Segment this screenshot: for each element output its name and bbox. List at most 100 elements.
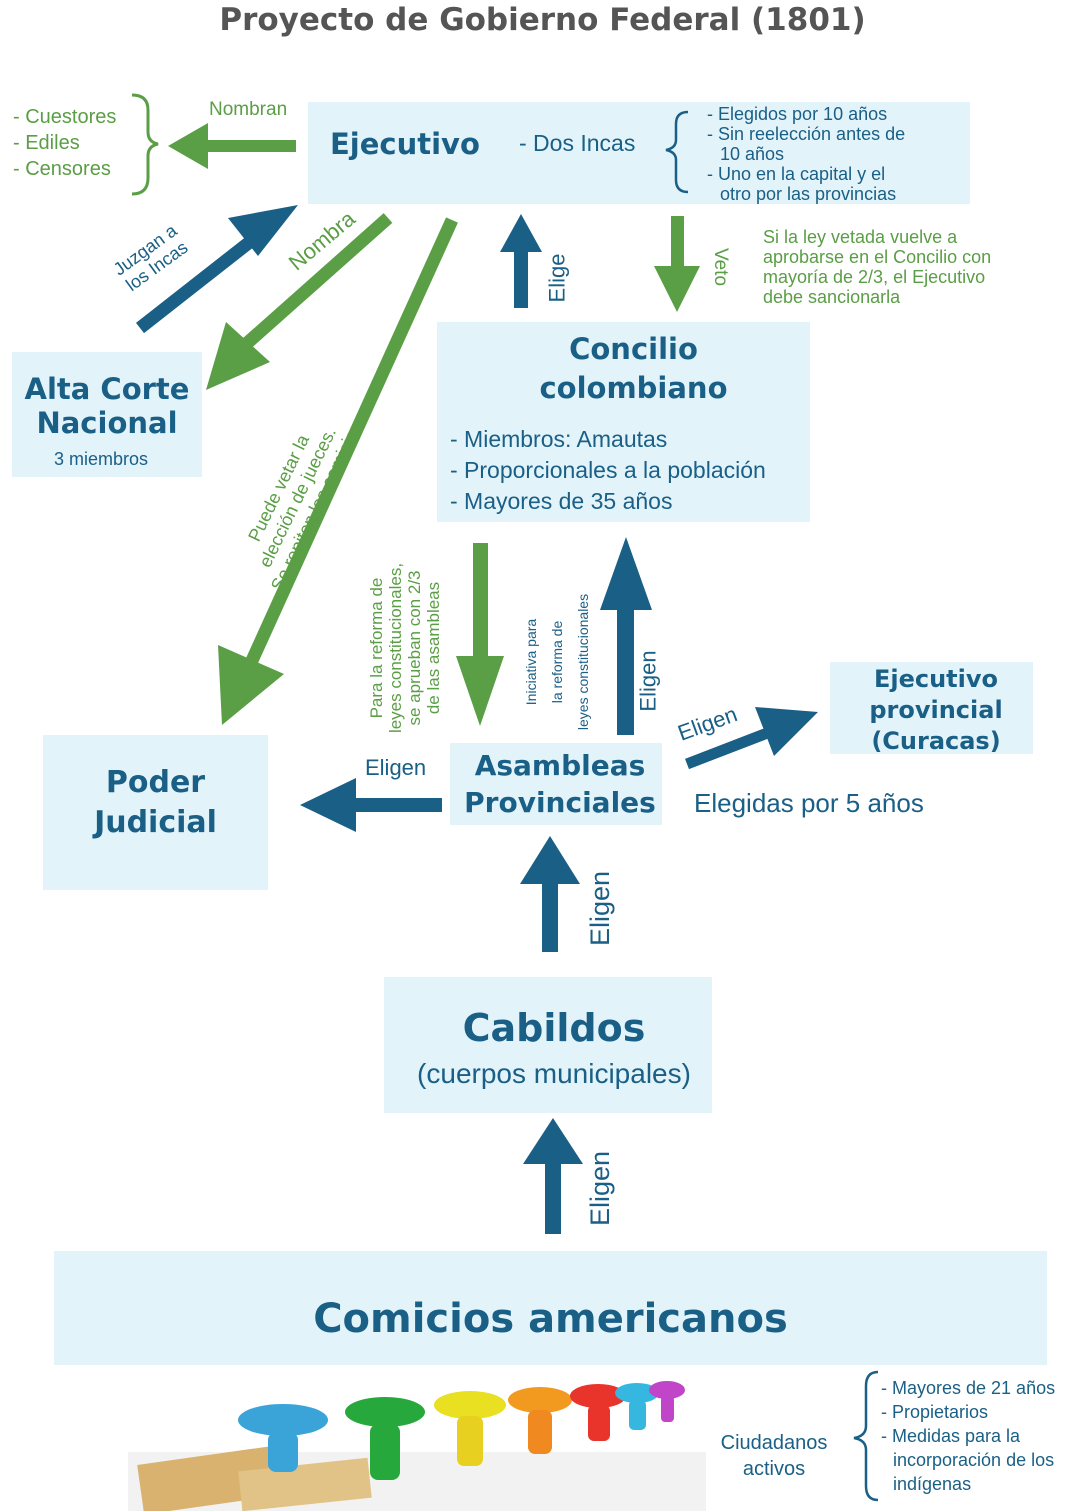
detail-line: otro por las provincias	[720, 184, 897, 204]
veto-arrow-shaft	[671, 216, 684, 268]
reforma-line: de las asambleas	[424, 581, 443, 715]
poder-judicial-title: Poder Judicial	[43, 763, 268, 843]
veto-note-line: debe sancionarla	[763, 287, 901, 307]
detail-line: - Elegidos por 10 años	[707, 104, 888, 124]
ejecutivo-provincial-title: Ejecutivo provincial (Curacas)	[838, 664, 1034, 757]
veto-note-line: aprobarse en el Concilio con	[763, 247, 992, 267]
ciudadanos-line: Ciudadanos	[720, 1432, 828, 1454]
eligen-asambleas-label: Eligen	[585, 870, 616, 947]
vetar-arrow-head	[218, 645, 284, 725]
cabildos-title: Cabildos	[462, 1006, 646, 1050]
cabildos-box	[384, 977, 712, 1113]
ciudadanos-label: Ciudadanos activos	[710, 1430, 838, 1482]
elige-arrow-head	[500, 214, 542, 252]
requisito-item: incorporación de los	[893, 1450, 1055, 1470]
eligen-provincial-arrow-shaft	[685, 726, 772, 770]
alta-corte-line1: Alta Corte	[24, 372, 190, 406]
concilio-line2: colombiano	[539, 371, 728, 405]
reforma-line: leyes constitucionales,	[386, 562, 405, 734]
official-item: - Censores	[13, 158, 111, 180]
eligen-cabildos-arrow-head	[523, 1118, 583, 1164]
detail-line: - Uno en la capital y el	[707, 164, 886, 184]
requisito-item: - Mayores de 21 años	[881, 1378, 1056, 1398]
elige-arrow-shaft	[514, 248, 528, 308]
asambleas-box	[450, 743, 662, 825]
eligen-concilio-arrow-head	[600, 537, 652, 610]
concilio-items: - Miembros: Amautas - Proporcionales a l…	[450, 424, 766, 517]
requisito-item: indígenas	[893, 1474, 972, 1494]
eligen-asambleas-arrow-head	[520, 836, 580, 884]
ejecutivo-title: Ejecutivo	[330, 127, 480, 161]
concilio-item: - Mayores de 35 años	[450, 488, 673, 514]
eligen-concilio-arrow-shaft	[617, 605, 634, 735]
eligen-judicial-arrow-head	[300, 778, 356, 832]
reforma-line: se aprueban con 2/3	[405, 570, 424, 726]
reforma-line: Para la reforma de	[367, 577, 386, 719]
veto-note-line: Si la ley vetada vuelve a	[763, 227, 958, 247]
iniciativa-line: la reforma de	[549, 620, 565, 704]
veto-arrow-head	[654, 266, 700, 312]
alta-corte-sub: 3 miembros	[53, 449, 149, 469]
voters-illustration	[128, 1381, 706, 1511]
diagram-title: Proyecto de Gobierno Federal (1801)	[219, 2, 866, 38]
nombra-arrow-shaft	[240, 213, 393, 350]
comicios-box	[54, 1251, 1047, 1365]
ejecutivo-brace	[665, 110, 689, 194]
iniciativa-line: leyes constitucionales	[575, 593, 591, 731]
ejecutivo-provincial-box	[830, 662, 1033, 754]
asambleas-line: Asambleas	[474, 749, 646, 782]
eligen-concilio-label: Eligen	[635, 650, 661, 712]
vetar-arrow-shaft	[244, 217, 458, 668]
asambleas-note: Elegidas por 5 años	[694, 788, 924, 818]
ejecutivo-details: - Elegidos por 10 años - Sin reelección …	[707, 104, 905, 204]
concilio-item: - Miembros: Amautas	[450, 426, 668, 452]
provincial-line: (Curacas)	[871, 727, 1001, 755]
detail-line: - Sin reelección antes de	[707, 124, 906, 144]
requisitos-brace	[853, 1370, 879, 1502]
reforma-arrow-head	[456, 656, 504, 726]
nombran-label: Nombran	[209, 99, 288, 120]
concilio-title: Concilio colombiano	[437, 330, 830, 408]
judicial-line: Poder	[105, 765, 206, 800]
eligen-judicial-label: Eligen	[365, 755, 427, 780]
eligen-judicial-arrow-shaft	[352, 798, 442, 812]
alta-corte-box	[12, 352, 202, 477]
judicial-line: Judicial	[94, 805, 217, 840]
juzgan-arrow-head	[228, 205, 298, 256]
veto-note-line: mayoría de 2/3, el Ejecutivo	[763, 267, 986, 287]
iniciativa-line: Iniciativa para	[523, 618, 539, 706]
ejecutivo-sub: - Dos Incas	[519, 130, 636, 156]
asambleas-line: Provinciales	[464, 786, 656, 819]
elige-label: Elige	[544, 253, 570, 303]
concilio-line1: Concilio	[569, 332, 698, 366]
officials-list: - Cuestores - Ediles - Censores	[13, 104, 116, 182]
eligen-asambleas-arrow-shaft	[542, 880, 558, 952]
official-item: - Ediles	[13, 132, 80, 154]
requisito-item: - Medidas para la	[881, 1426, 1021, 1446]
concilio-box	[437, 322, 810, 522]
cabildos-sub: (cuerpos municipales)	[417, 1058, 691, 1089]
eligen-cabildos-label: Eligen	[585, 1150, 616, 1227]
asambleas-title: Asambleas Provinciales	[450, 747, 670, 821]
nombran-arrow	[168, 123, 296, 169]
comicios-title: Comicios americanos	[313, 1296, 788, 1342]
veto-note: Si la ley vetada vuelve a aprobarse en e…	[763, 227, 991, 307]
eligen-provincial-arrow-head	[755, 707, 818, 756]
eligen-cabildos-arrow-shaft	[545, 1160, 561, 1234]
concilio-item: - Proporcionales a la población	[450, 457, 766, 483]
requisito-item: - Propietarios	[881, 1402, 989, 1422]
alta-corte-line2: Nacional	[36, 406, 178, 440]
ejecutivo-box	[308, 102, 970, 204]
juzgan-arrow-shaft	[135, 224, 270, 334]
reforma-arrow-shaft	[473, 543, 488, 661]
alta-corte-title: Alta Corte Nacional	[12, 372, 202, 440]
detail-line: 10 años	[720, 144, 785, 164]
provincial-line: provincial	[869, 696, 1003, 724]
official-item: - Cuestores	[13, 106, 117, 128]
veto-label: Veto	[710, 247, 732, 287]
requisitos-list: - Mayores de 21 años - Propietarios - Me…	[881, 1376, 1055, 1496]
poder-judicial-box	[43, 735, 268, 890]
ciudadanos-line: activos	[742, 1458, 806, 1480]
provincial-line: Ejecutivo	[873, 665, 999, 693]
